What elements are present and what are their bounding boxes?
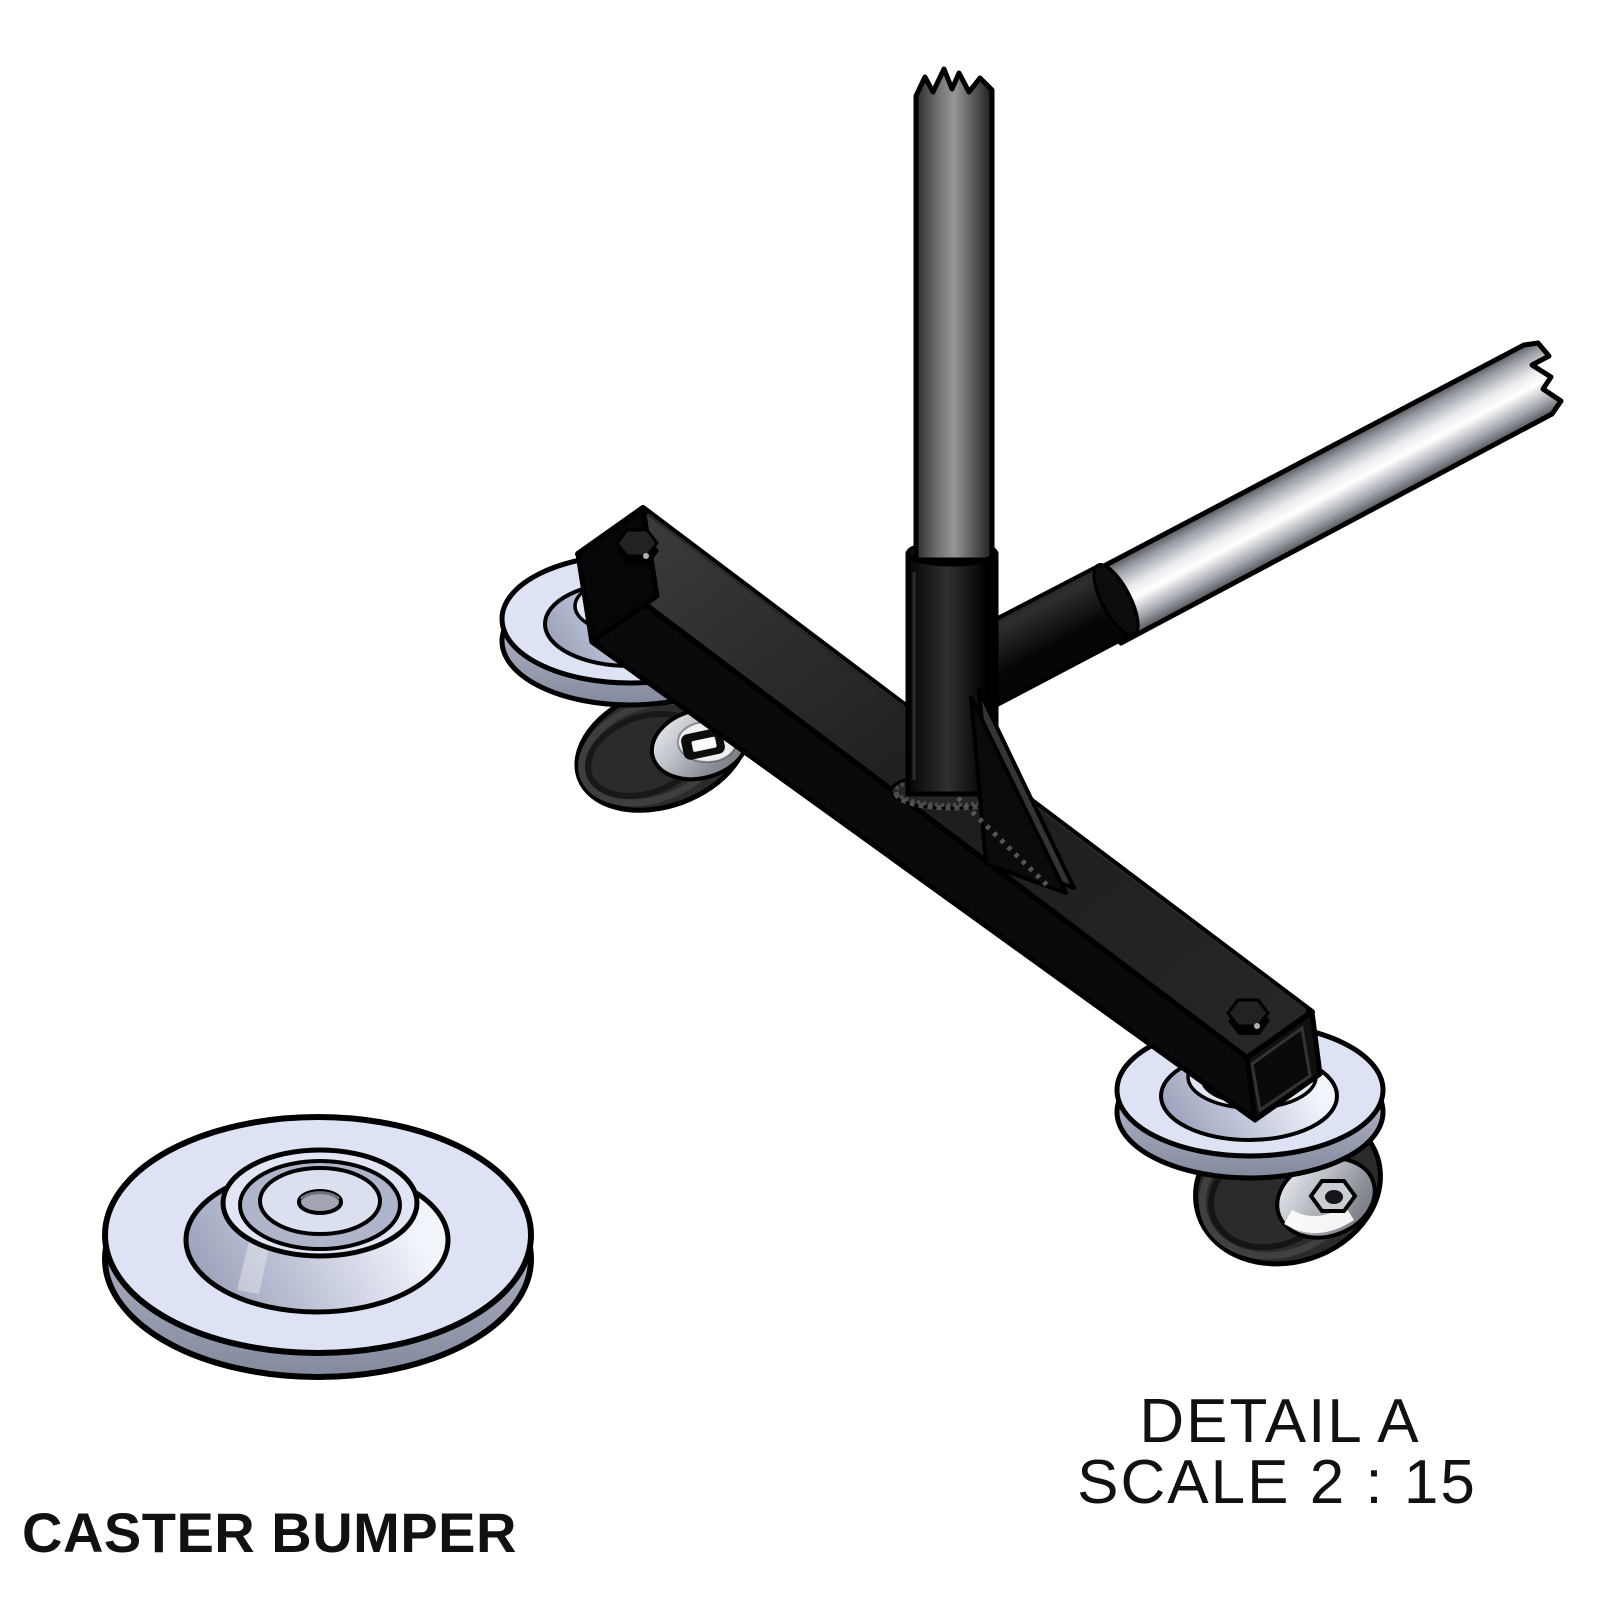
tube-steel — [1082, 340, 1564, 646]
diagonal-tube — [923, 340, 1564, 726]
gusset-plate — [956, 688, 1076, 895]
beam-end-inset-panel — [1250, 1025, 1312, 1113]
gusset-front-face — [969, 695, 1068, 895]
post-assembly — [893, 66, 1011, 811]
hole-inner-shadow — [299, 1191, 341, 1201]
post-tube-gray — [913, 66, 995, 563]
bolt-right — [1226, 998, 1270, 1035]
detail-title-label: DETAIL A — [1139, 1387, 1420, 1456]
bolt-head-top — [1226, 998, 1270, 1028]
axle-slot-light — [691, 736, 717, 752]
weld-stitch-line — [956, 796, 1052, 890]
axle-nut-hole — [1325, 1190, 1343, 1204]
bumper-center-hole — [297, 1189, 343, 1215]
part-callout-label: CASTER BUMPER — [22, 1501, 517, 1564]
bolt-left — [615, 528, 659, 565]
bolt-head-top — [615, 528, 659, 558]
bolt-specular — [643, 553, 649, 559]
tube-joint-rim — [1092, 563, 1140, 637]
caster-bumper-part-view — [102, 1114, 534, 1380]
detail-scale-label: SCALE 2 : 15 — [1077, 1448, 1477, 1517]
bolt-specular — [1254, 1023, 1260, 1029]
